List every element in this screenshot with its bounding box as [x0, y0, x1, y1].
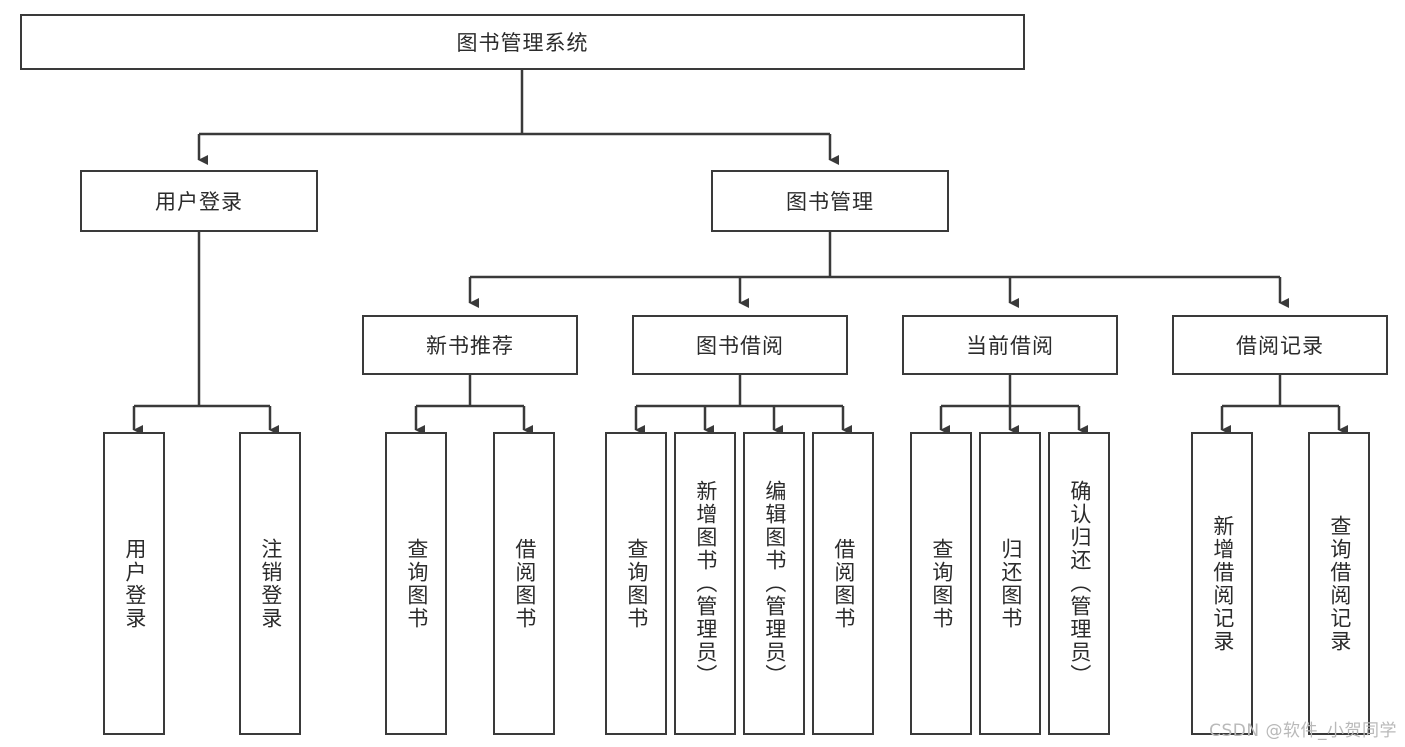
watermark-text: CSDN @软件_小贺同学: [1209, 721, 1397, 741]
node-label: 借阅图书: [831, 537, 856, 630]
node-label: 注销登录: [258, 537, 283, 630]
leaf-current-borrow-query-books[interactable]: 查询图书: [910, 432, 972, 735]
leaf-borrow-record-add-record[interactable]: 新增借阅记录: [1191, 432, 1253, 735]
leaf-book-borrow-add-book-admin[interactable]: 新增图书（管理员）: [674, 432, 736, 735]
leaf-user-login-logout[interactable]: 注销登录: [239, 432, 301, 735]
leaf-borrow-record-query-record[interactable]: 查询借阅记录: [1308, 432, 1370, 735]
node-root-book-management-system[interactable]: 图书管理系统: [20, 14, 1025, 70]
node-label: 借阅图书: [512, 537, 537, 630]
node-label: 查询借阅记录: [1327, 514, 1352, 653]
node-book-management[interactable]: 图书管理: [711, 170, 949, 232]
leaf-user-login-login[interactable]: 用户登录: [103, 432, 165, 735]
node-label: 图书借阅: [696, 334, 784, 358]
node-label: 用户登录: [122, 537, 147, 630]
node-label: 借阅记录: [1236, 334, 1324, 358]
node-new-book-recommendation[interactable]: 新书推荐: [362, 315, 578, 375]
leaf-new-book-query-books[interactable]: 查询图书: [385, 432, 447, 735]
node-label: 新增借阅记录: [1210, 514, 1235, 653]
leaf-new-book-borrow-books[interactable]: 借阅图书: [493, 432, 555, 735]
node-book-borrowing[interactable]: 图书借阅: [632, 315, 848, 375]
leaf-current-borrow-confirm-return-admin[interactable]: 确认归还（管理员）: [1048, 432, 1110, 735]
node-user-login[interactable]: 用户登录: [80, 170, 318, 232]
leaf-book-borrow-borrow-books[interactable]: 借阅图书: [812, 432, 874, 735]
node-label: 查询图书: [929, 537, 954, 630]
node-label: 用户登录: [155, 190, 243, 214]
node-label: 图书管理: [786, 190, 874, 214]
node-label: 编辑图书（管理员）: [762, 480, 787, 687]
leaf-book-borrow-query-books[interactable]: 查询图书: [605, 432, 667, 735]
node-label: 查询图书: [624, 537, 649, 630]
node-label: 查询图书: [404, 537, 429, 630]
leaf-current-borrow-return-books[interactable]: 归还图书: [979, 432, 1041, 735]
node-label: 图书管理系统: [456, 31, 589, 55]
node-label: 归还图书: [998, 537, 1023, 630]
node-label: 当前借阅: [966, 334, 1054, 358]
node-label: 确认归还（管理员）: [1067, 480, 1092, 687]
node-borrowing-record[interactable]: 借阅记录: [1172, 315, 1388, 375]
leaf-book-borrow-edit-book-admin[interactable]: 编辑图书（管理员）: [743, 432, 805, 735]
node-label: 新书推荐: [426, 334, 514, 358]
node-current-borrowing[interactable]: 当前借阅: [902, 315, 1118, 375]
node-label: 新增图书（管理员）: [693, 480, 718, 687]
